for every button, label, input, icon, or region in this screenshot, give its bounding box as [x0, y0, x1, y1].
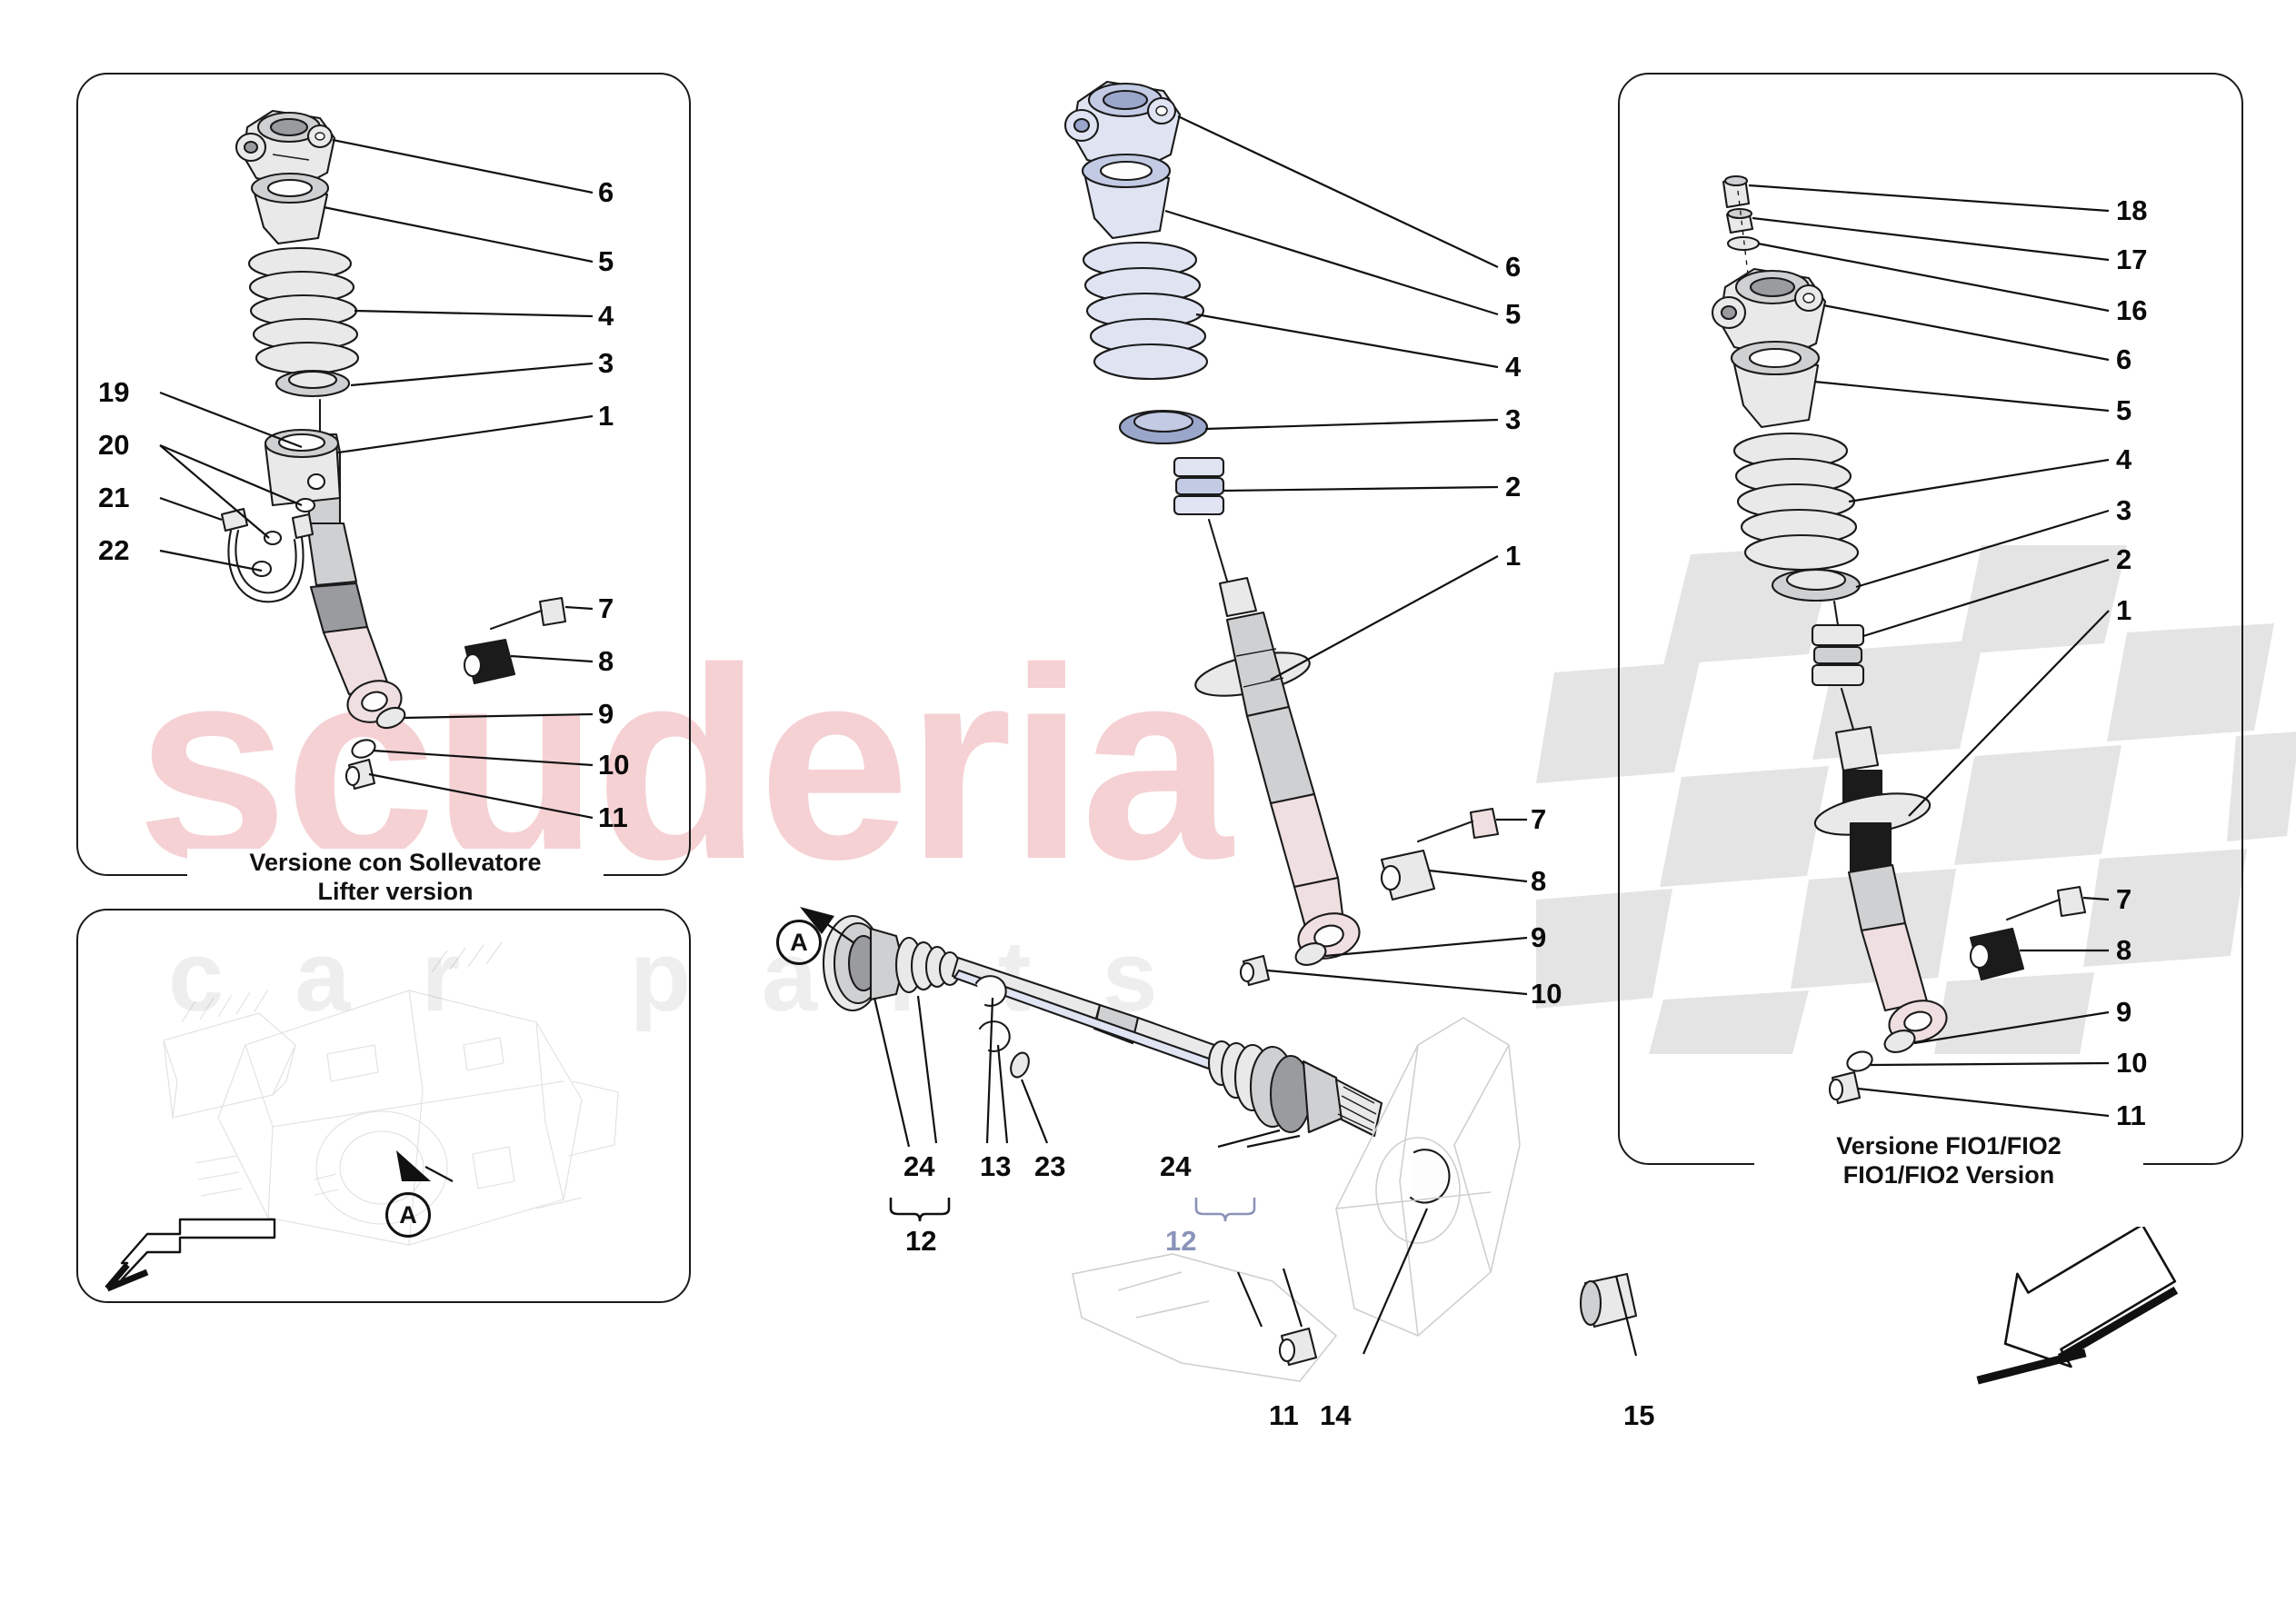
callout-left-1: 1: [598, 400, 614, 432]
panel-fio-version: [1618, 73, 2243, 1165]
callout-left-8: 8: [598, 645, 614, 677]
callout-left-4: 4: [598, 300, 614, 332]
callout-shaft-13: 13: [980, 1150, 1012, 1182]
callout-bottom-15: 15: [1623, 1399, 1655, 1431]
caption-lifter-en: Lifter version: [317, 877, 474, 905]
detail-marker-a-inset: A: [385, 1192, 431, 1238]
detail-marker-a-shaft: A: [776, 920, 822, 965]
center-leader-lines: [1164, 115, 1528, 996]
callout-right-16: 16: [2116, 294, 2148, 326]
callout-left-11: 11: [598, 801, 628, 833]
callout-right-4: 4: [2116, 443, 2132, 475]
callout-center-2: 2: [1505, 471, 1522, 503]
callout-right-1: 1: [2116, 594, 2132, 626]
callout-center-5: 5: [1505, 298, 1522, 330]
callout-center-1: 1: [1505, 540, 1522, 572]
callout-bottom-14: 14: [1320, 1399, 1352, 1431]
callout-right-11: 11: [2116, 1100, 2146, 1131]
callout-left-19: 19: [98, 376, 130, 408]
caption-fio-it: Versione FIO1/FIO2: [1836, 1132, 2061, 1159]
callout-center-4: 4: [1505, 351, 1522, 383]
callout-shaft-12-left: 12: [905, 1225, 937, 1257]
callout-right-17: 17: [2116, 244, 2148, 275]
caption-lifter-it: Versione con Sollevatore: [249, 849, 542, 876]
callout-right-10: 10: [2116, 1047, 2148, 1079]
callout-left-10: 10: [598, 749, 630, 781]
shaft-bracket-right: [1194, 1198, 1256, 1222]
shaft-bracket-left: [889, 1198, 951, 1222]
background-suspension-outline: [1072, 1017, 1521, 1382]
callout-right-5: 5: [2116, 394, 2132, 426]
callout-right-7: 7: [2116, 883, 2132, 915]
panel-location-inset: [76, 909, 691, 1303]
callout-center-8: 8: [1531, 865, 1547, 897]
callout-right-8: 8: [2116, 934, 2132, 966]
callout-shaft-12-right: 12: [1165, 1225, 1197, 1257]
callout-bottom-11: 11: [1269, 1399, 1299, 1431]
callout-center-9: 9: [1531, 921, 1547, 953]
callout-left-7: 7: [598, 592, 614, 624]
callout-right-18: 18: [2116, 194, 2148, 226]
caption-fio-en: FIO1/FIO2 Version: [1842, 1160, 2055, 1189]
callout-left-6: 6: [598, 176, 614, 208]
callout-center-7: 7: [1531, 803, 1547, 835]
orientation-arrow-main: [1976, 1227, 2179, 1385]
callout-shaft-23: 23: [1034, 1150, 1066, 1182]
drive-shaft-art: [822, 914, 1638, 1382]
callout-left-3: 3: [598, 347, 614, 379]
callout-center-6: 6: [1505, 251, 1522, 283]
orientation-arrow-inset: [105, 1218, 276, 1292]
callout-right-6: 6: [2116, 343, 2132, 375]
callout-right-2: 2: [2116, 543, 2132, 575]
caption-lifter-version: Versione con Sollevatore Lifter version: [187, 849, 604, 907]
callout-shaft-24-right: 24: [1160, 1150, 1192, 1182]
callout-shaft-24-left: 24: [903, 1150, 935, 1182]
callout-center-10: 10: [1531, 978, 1562, 1010]
callout-left-21: 21: [98, 482, 130, 513]
gearbox-outline-art: [163, 941, 619, 1246]
callout-left-9: 9: [598, 698, 614, 730]
center-assembly-art: [1063, 80, 1500, 987]
caption-fio-version: Versione FIO1/FIO2 FIO1/FIO2 Version: [1754, 1132, 2143, 1190]
callout-right-3: 3: [2116, 494, 2132, 526]
callout-left-22: 22: [98, 534, 130, 566]
callout-center-3: 3: [1505, 403, 1522, 435]
callout-left-5: 5: [598, 245, 614, 277]
callout-left-20: 20: [98, 429, 130, 461]
callout-right-9: 9: [2116, 996, 2132, 1028]
